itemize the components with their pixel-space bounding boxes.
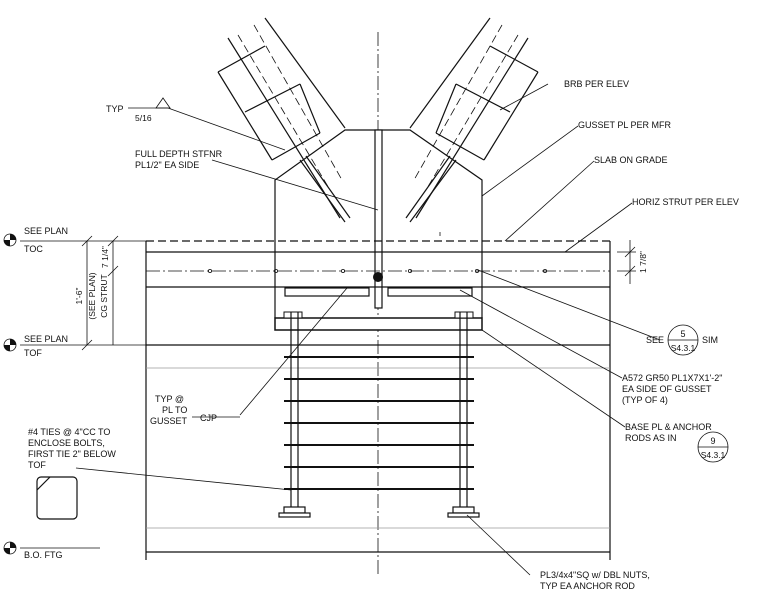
typ-pl-label-line1: TYP @ [155, 394, 184, 404]
dimension-7-1-4 [107, 235, 119, 345]
see-plan-toc-label: SEE PLAN [24, 226, 68, 236]
dim-1-6-label: 1'-6" [74, 288, 84, 305]
right-brb-brace [405, 17, 539, 223]
horizontal-strut [146, 251, 610, 288]
leader-lines [75, 83, 661, 576]
sim-label: SIM [702, 335, 718, 345]
ties-label-line4: TOF [28, 460, 46, 470]
detail-bubble-9 [697, 431, 729, 463]
dim-see-plan-label: (SEE PLAN) [87, 272, 97, 319]
bo-ftg-label: B.O. FTG [24, 550, 63, 560]
base-pl-label-line2: RODS AS IN [625, 433, 677, 443]
detail-9-number: 9 [710, 436, 715, 446]
a572-label-line2: EA SIDE OF GUSSET [622, 384, 712, 394]
weld-size-label: 5/16 [135, 113, 152, 123]
side-plate-left [284, 287, 370, 297]
pl34-label-line2: TYP EA ANCHOR ROD [540, 581, 635, 591]
a572-label-line1: A572 GR50 PL1X7X1'-2" [622, 373, 722, 383]
typ-pl-label-line3: GUSSET [150, 416, 188, 426]
rebar-ties [284, 356, 474, 490]
toc-label: TOC [24, 244, 43, 254]
dimension-1-7-8 [617, 240, 636, 284]
center-stiffener [374, 129, 383, 309]
slab-label: SLAB ON GRADE [594, 155, 668, 165]
a572-label-line3: (TYP OF 4) [622, 395, 668, 405]
cjp-label: CJP [200, 413, 217, 423]
gusset-label: GUSSET PL PER MFR [578, 120, 672, 130]
elevation-marker-bo-ftg [3, 541, 100, 555]
weld-symbol [128, 97, 286, 151]
see-label: SEE [646, 335, 664, 345]
ties-label-line3: FIRST TIE 2" BELOW [28, 449, 116, 459]
strut-label: HORIZ STRUT PER ELEV [632, 197, 739, 207]
ties-label-line1: #4 TIES @ 4"CC TO [28, 427, 110, 437]
elevation-marker-tof [3, 338, 146, 352]
base-pl-label-line1: BASE PL & ANCHOR [625, 422, 712, 432]
side-plate-right [387, 287, 473, 297]
brb-label: BRB PER ELEV [564, 79, 629, 89]
detail-bubble-5 [667, 324, 699, 356]
see-plan-tof-label: SEE PLAN [24, 334, 68, 344]
dim-1-7-8-label: 1 7/8" [638, 251, 648, 273]
stiffener-label-line1: FULL DEPTH STFNR [135, 149, 223, 159]
tof-label: TOF [24, 348, 42, 358]
detail-5-sheet: S4.3.1 [671, 343, 696, 353]
detail-9-sheet: S4.3.1 [701, 450, 726, 460]
typ-pl-label-line2: PL TO [162, 405, 187, 415]
ties-label-line2: ENCLOSE BOLTS, [28, 438, 105, 448]
stiffener-label-line2: PL1/2" EA SIDE [135, 160, 199, 170]
elevation-marker-toc [3, 233, 146, 247]
dim-7-1-4-label: 7 1/4" [100, 246, 110, 268]
anchor-rods [278, 312, 480, 518]
detail-5-number: 5 [680, 329, 685, 339]
pl34-label-line1: PL3/4x4"SQ w/ DBL NUTS, [540, 570, 650, 580]
tie-section-detail [36, 476, 78, 520]
left-brb-brace [217, 17, 351, 223]
dim-cg-strut-label: CG STRUT [99, 274, 109, 317]
dimension-1-6 [81, 235, 93, 351]
typ-label: TYP [106, 104, 124, 114]
base-plate [274, 317, 483, 331]
